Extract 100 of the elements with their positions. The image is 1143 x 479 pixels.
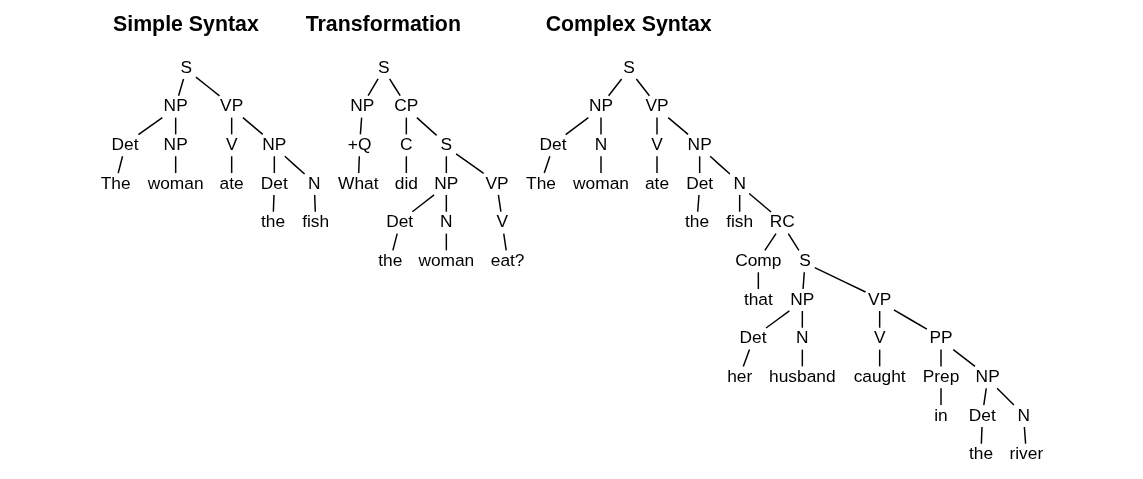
connector [952, 348, 976, 368]
node-text: NP [433, 172, 458, 193]
node-text: her [726, 366, 752, 387]
connector [801, 271, 805, 290]
connector [655, 155, 658, 174]
node-text: N [307, 172, 321, 193]
node-text: V [650, 134, 663, 155]
node-text: NP [163, 134, 188, 155]
connector [939, 348, 942, 368]
connector [666, 116, 689, 136]
connector [892, 309, 928, 330]
node-text: the [377, 250, 402, 271]
connector [454, 153, 484, 175]
connector [939, 387, 942, 406]
connector [366, 78, 379, 97]
node-text: eat? [490, 250, 525, 271]
node-text: V [496, 211, 508, 232]
connector [982, 387, 987, 406]
connector [137, 116, 163, 136]
connector [116, 155, 123, 174]
node-text: C [399, 134, 413, 155]
connector [502, 232, 507, 252]
node-text: V [873, 327, 885, 348]
node-text: S [798, 250, 811, 271]
node-text: What [337, 172, 379, 193]
connector [635, 78, 650, 97]
node-text: river [1008, 443, 1043, 464]
node-text: Det [968, 404, 996, 425]
node-text: fish [301, 211, 329, 232]
connector [564, 116, 589, 136]
node-text: woman [417, 250, 474, 271]
node-text: Det [385, 211, 413, 232]
connector [415, 116, 437, 137]
node-text: in [933, 404, 948, 425]
node-text: ate [219, 172, 244, 193]
connector [599, 155, 602, 174]
node-text: S [622, 56, 635, 77]
node-text: the [260, 211, 285, 232]
connector [241, 116, 263, 136]
node-text: NP [261, 134, 286, 155]
node-text: woman [147, 172, 204, 193]
node-text: ate [644, 172, 669, 193]
node-text: N [594, 134, 607, 155]
node-text: VP [867, 288, 891, 309]
node-text: S [180, 56, 192, 77]
node-text: VP [219, 95, 243, 116]
node-text: NP [349, 95, 374, 116]
connector [411, 194, 435, 213]
node-text: VP [644, 95, 669, 116]
connector [313, 194, 316, 213]
connector [787, 232, 800, 252]
node-text: PP [928, 327, 953, 348]
node-text: Det [111, 134, 138, 155]
node-text: The [100, 172, 131, 193]
node-text: N [439, 211, 453, 232]
connector [543, 155, 551, 174]
connector [696, 194, 700, 213]
node-text: +Q [347, 134, 371, 155]
node-text: did [394, 172, 418, 193]
connector [995, 387, 1015, 406]
connector [747, 192, 772, 213]
connector [357, 155, 360, 174]
connector [655, 116, 658, 136]
node-text: N [732, 172, 746, 193]
connector [1023, 426, 1026, 445]
node-text: NP [588, 95, 613, 116]
node-text: VP [484, 172, 509, 193]
node-text: NP [975, 366, 1000, 387]
node-text: NP [163, 95, 188, 116]
label: Complex Syntax [545, 11, 712, 36]
connector [177, 78, 184, 97]
connector [599, 116, 602, 136]
node-text: husband [768, 366, 836, 387]
connector [742, 348, 750, 368]
connector [391, 232, 398, 252]
node-text: The [525, 172, 556, 193]
node-text: Det [260, 172, 288, 193]
node-text: Det [685, 172, 713, 193]
node-text: Prep [922, 366, 959, 387]
connector [813, 266, 866, 293]
connector [388, 78, 401, 97]
connector [607, 78, 622, 97]
node-text: N [795, 327, 809, 348]
label: Simple Syntax [112, 11, 259, 36]
node-text: caught [853, 366, 906, 387]
node-text: Det [539, 134, 566, 155]
connector [497, 194, 502, 213]
node-text: that [743, 288, 773, 309]
node-text: Det [739, 327, 766, 348]
node-text: woman [572, 172, 629, 193]
connector [194, 76, 220, 97]
node-text: RC [769, 211, 795, 232]
node-text: V [225, 134, 237, 155]
node-text: the [684, 211, 709, 232]
label: Transformation [305, 11, 461, 36]
node-text: NP [687, 134, 712, 155]
connector [763, 232, 777, 252]
node-text: the [968, 443, 993, 464]
node-text: N [1016, 404, 1030, 425]
connector [283, 155, 305, 175]
